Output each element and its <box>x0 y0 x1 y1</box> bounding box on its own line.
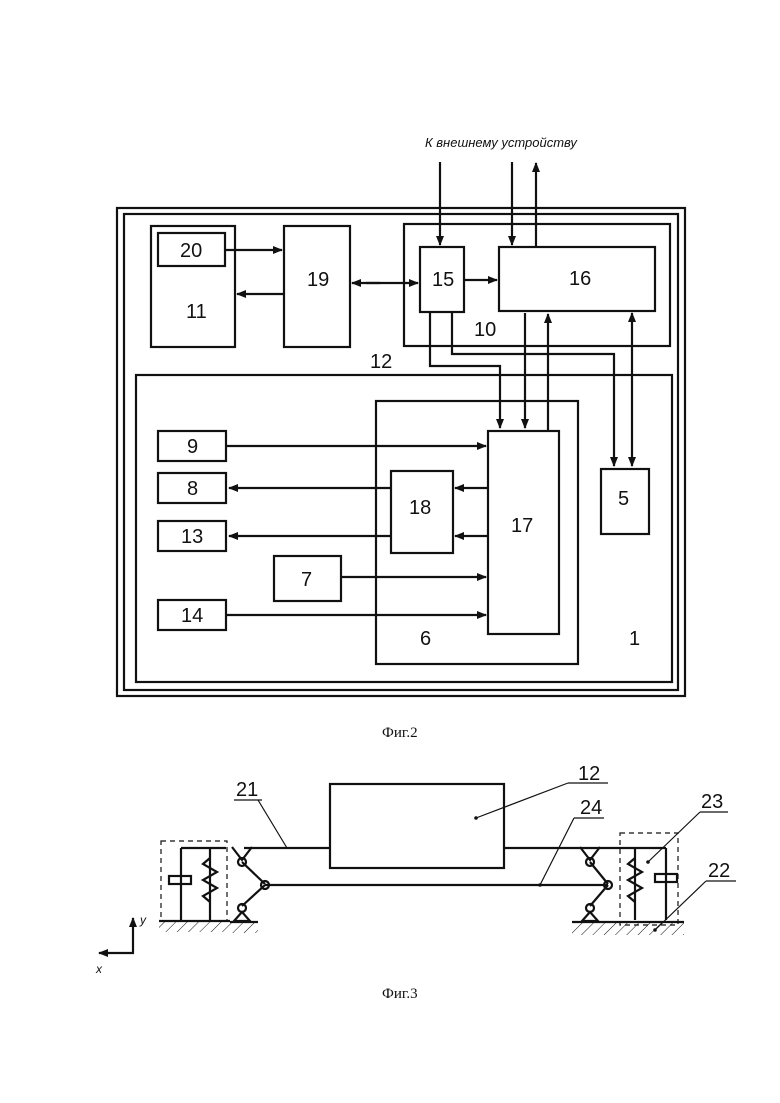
leader-24 <box>540 818 574 885</box>
block-20-label: 20 <box>180 240 202 262</box>
block-1 <box>136 375 672 682</box>
leader-12 <box>476 783 568 818</box>
label-12: 12 <box>578 763 600 785</box>
figure-2: К внешнему устройству 12 11 20 19 10 15 … <box>117 135 685 741</box>
x-axis-label: x <box>95 962 103 976</box>
leader-23 <box>648 812 700 862</box>
left-support <box>159 841 269 933</box>
block-10-label: 10 <box>474 319 496 341</box>
block-12-label: 12 <box>370 351 392 373</box>
block-6-label: 6 <box>420 628 431 650</box>
block-5-label: 5 <box>618 488 629 510</box>
label-23: 23 <box>701 791 723 813</box>
label-24: 24 <box>580 797 602 819</box>
y-axis-label: y <box>139 913 147 927</box>
figure-3: 12 21 24 <box>95 763 736 1002</box>
left-ground <box>159 922 230 932</box>
block-8-label: 8 <box>187 478 198 500</box>
block-15-label: 15 <box>432 269 454 291</box>
external-device-label: К внешнему устройству <box>425 135 578 150</box>
label-21: 21 <box>236 779 258 801</box>
block-6 <box>376 401 578 664</box>
axes: y x <box>95 913 147 976</box>
block-7-label: 7 <box>301 569 312 591</box>
left-damper-box <box>161 841 227 921</box>
block-1-label: 1 <box>629 628 640 650</box>
block-13-label: 13 <box>181 526 203 548</box>
body-12 <box>330 784 504 868</box>
block-11-label: 11 <box>186 301 207 323</box>
fig3-caption: Фиг.3 <box>382 986 418 1002</box>
block-9-label: 9 <box>187 436 198 458</box>
block-16-label: 16 <box>569 268 591 290</box>
block-17-label: 17 <box>511 515 533 537</box>
right-ground <box>572 923 684 935</box>
block-19-label: 19 <box>307 269 329 291</box>
fig2-caption: Фиг.2 <box>382 725 418 741</box>
label-22: 22 <box>708 860 730 882</box>
block-18-label: 18 <box>409 497 431 519</box>
leader-21 <box>258 800 287 848</box>
block-14-label: 14 <box>181 605 203 627</box>
